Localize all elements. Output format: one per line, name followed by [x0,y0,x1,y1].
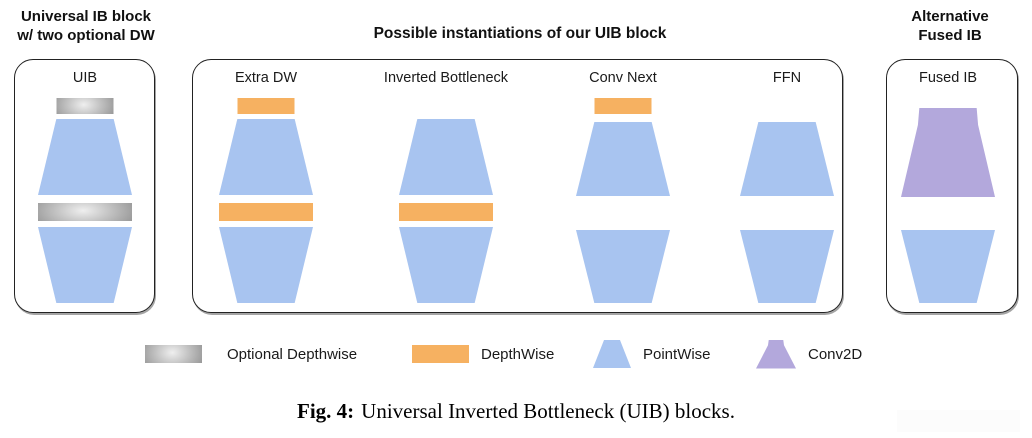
fused-ib-label: Fused IB [918,70,978,86]
fused-ib-column: Fused IB [878,59,1018,313]
legend-label: PointWise [643,345,711,363]
conv-next-column: Conv Next [553,59,693,313]
conv2d-swatch [756,339,796,369]
pointwise-expand-shape [740,122,834,196]
figure-caption: Fig. 4:Universal Inverted Bottleneck (UI… [0,399,1032,424]
right-panel-title-line1: Alternative [911,8,989,25]
left-panel-title-line1: Universal IB block [20,8,152,25]
pointwise-project-shape [399,227,493,303]
right-panel-title-line2: Fused IB [918,27,982,44]
pointwise-project-shape [219,227,313,303]
pointwise-swatch [593,340,631,368]
optional-depthwise-swatch [145,345,202,363]
legend-label: DepthWise [481,345,555,363]
legend-label: Conv2D [808,345,863,363]
inverted-bottleneck-column: Inverted Bottleneck [376,59,516,313]
optional-depthwise-bar [38,203,132,221]
legend-item-pointwise: PointWise [593,337,711,371]
uib-block-label: UIB [72,70,98,86]
depthwise-bar [237,98,295,114]
ffn-label: FFN [772,70,802,86]
extra-dw-label: Extra DW [234,70,298,86]
legend-item-depthwise: DepthWise [412,337,554,371]
depthwise-swatch [412,345,469,363]
pointwise-expand-shape [399,119,493,195]
left-panel-title: Universal IB block w/ two optional DW [6,7,166,45]
left-panel-title-line2: w/ two optional DW [17,27,155,44]
figure-caption-number: Fig. 4: [297,399,355,423]
optional-depthwise-bar [56,98,114,114]
depthwise-bar [219,203,313,221]
ffn-column: FFN [717,59,857,313]
pointwise-project-shape [901,230,995,303]
inverted-bottleneck-label: Inverted Bottleneck [383,70,509,86]
right-panel-title: Alternative Fused IB [880,7,1020,45]
pointwise-project-shape [576,230,670,303]
figure-caption-text: Universal Inverted Bottleneck (UIB) bloc… [361,399,735,423]
depthwise-bar [399,203,493,221]
depthwise-bar [594,98,652,114]
background-artifact [897,410,1020,432]
legend-label: Optional Depthwise [227,345,358,363]
pointwise-expand-shape [219,119,313,195]
pointwise-project-shape [740,230,834,303]
legend-item-conv2d: Conv2D [756,337,862,371]
pointwise-expand-shape [576,122,670,196]
extra-dw-column: Extra DW [196,59,336,313]
conv-next-label: Conv Next [589,70,657,86]
middle-panel-title: Possible instantiations of our UIB block [373,25,667,42]
pointwise-project-shape [38,227,132,303]
conv2d-shape [901,108,995,197]
pointwise-expand-shape [38,119,132,195]
uib-block-column: UIB [15,59,155,313]
legend-item-optional-depthwise: Optional Depthwise [145,337,357,371]
